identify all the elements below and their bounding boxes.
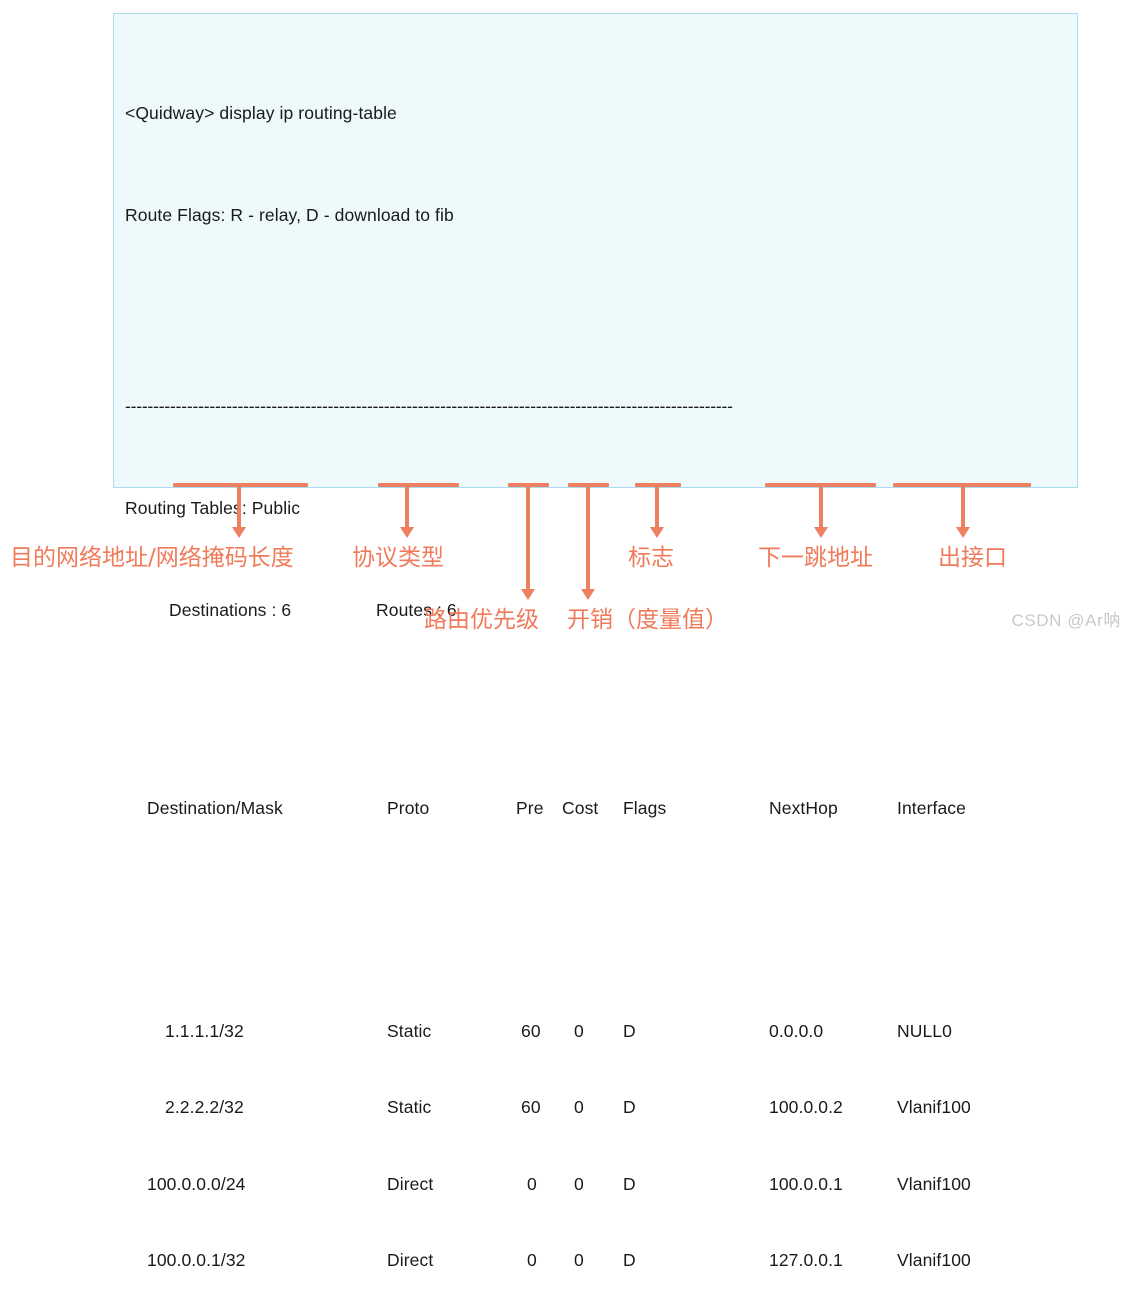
arrow-stem [961, 486, 965, 528]
terminal-text-body: <Quidway> display ip routing-table Route… [125, 24, 1073, 1290]
screenshot-root: <Quidway> display ip routing-table Route… [10, 13, 1121, 1270]
arrow-stem [526, 486, 530, 590]
cell-destination: 100.0.0.1/32 [147, 1250, 246, 1270]
column-header-destination-mask: Destination/Mask [147, 797, 283, 818]
arrow-stem [405, 486, 409, 528]
terminal-route-flags-line: Route Flags: R - relay, D - download to … [125, 204, 454, 225]
table-row: 2.2.2.2/32 Static 60 0 D 100.0.0.2 Vlani… [125, 1095, 1073, 1121]
terminal-prompt-line: <Quidway> display ip routing-table [125, 102, 397, 123]
terminal-blank-3 [125, 898, 1073, 917]
cell-cost: 0 [574, 1173, 584, 1194]
cell-cost: 0 [574, 1020, 584, 1041]
cell-flags: D [623, 1020, 636, 1041]
cell-flags: D [623, 1097, 636, 1117]
cell-flags: D [623, 1250, 636, 1270]
column-header-proto: Proto [387, 797, 430, 818]
cell-proto: Static [387, 1020, 432, 1041]
arrow-stem [655, 486, 659, 528]
cell-nexthop: 100.0.0.2 [769, 1097, 843, 1117]
cell-nexthop: 100.0.0.1 [769, 1173, 843, 1194]
arrow-stem [819, 486, 823, 528]
summary-destinations: Destinations : 6 [169, 600, 292, 620]
cell-nexthop: 127.0.0.1 [769, 1250, 843, 1270]
arrow-head-icon [400, 527, 414, 538]
callout-label-destination-mask: 目的网络地址/网络掩码长度 [10, 545, 294, 571]
table-row: 1.1.1.1/32 Static 60 0 D 0.0.0.0 NULL0 [125, 1019, 1073, 1045]
underline-bar [173, 483, 308, 487]
callout-label-proto: 协议类型 [352, 545, 444, 571]
callout-label-flags: 标志 [628, 545, 674, 571]
terminal-blank-2 [125, 700, 1073, 719]
cell-cost: 0 [574, 1250, 584, 1270]
terminal-routing-tables-scope: Routing Tables: Public [125, 498, 301, 518]
callout-label-nexthop: 下一跳地址 [758, 545, 873, 571]
underline-bar [568, 483, 609, 487]
underline-bar [378, 483, 459, 487]
callout-label-cost: 开销（度量值） [567, 607, 728, 633]
cell-pre: 0 [527, 1250, 537, 1270]
cell-pre: 60 [521, 1097, 541, 1117]
arrow-head-icon [521, 589, 535, 600]
cell-cost: 0 [574, 1097, 584, 1117]
terminal-separator-line: ----------------------------------------… [125, 396, 733, 416]
cell-proto: Direct [387, 1250, 434, 1270]
table-row: 100.0.0.0/24 Direct 0 0 D 100.0.0.1 Vlan… [125, 1172, 1073, 1198]
arrow-head-icon [650, 527, 664, 538]
cell-interface: Vlanif100 [897, 1250, 971, 1270]
arrow-head-icon [232, 527, 246, 538]
cell-proto: Direct [387, 1173, 434, 1194]
underline-bar [893, 483, 1031, 487]
cell-interface: Vlanif100 [897, 1097, 971, 1117]
underline-bar [635, 483, 681, 487]
terminal-output-panel: <Quidway> display ip routing-table Route… [113, 13, 1078, 1270]
underline-bar [508, 483, 549, 487]
callout-label-pre: 路由优先级 [424, 607, 539, 633]
cell-destination: 1.1.1.1/32 [165, 1020, 244, 1041]
cell-destination: 100.0.0.0/24 [147, 1173, 246, 1194]
arrow-head-icon [581, 589, 595, 600]
underline-bar [765, 483, 876, 487]
cell-pre: 60 [521, 1020, 541, 1041]
arrow-head-icon [814, 527, 828, 538]
arrow-stem [586, 486, 590, 590]
column-header-interface: Interface [897, 797, 966, 818]
cell-interface: NULL0 [897, 1020, 952, 1041]
arrow-stem [237, 486, 241, 528]
terminal-header-row: Destination/Mask Proto Pre Cost Flags Ne… [125, 796, 1073, 822]
cell-destination: 2.2.2.2/32 [165, 1097, 244, 1117]
summary-routes: Routes : 6 [376, 600, 457, 620]
arrow-head-icon [956, 527, 970, 538]
cell-proto: Static [387, 1097, 432, 1117]
callout-label-interface: 出接口 [938, 545, 1007, 571]
cell-interface: Vlanif100 [897, 1173, 971, 1194]
table-row: 100.0.0.1/32 Direct 0 0 D 127.0.0.1 Vlan… [125, 1248, 1073, 1274]
terminal-blank-1 [125, 305, 1073, 318]
column-header-flags: Flags [623, 797, 667, 818]
csdn-watermark: CSDN @Ar呐 [1011, 611, 1121, 630]
column-header-cost: Cost [562, 797, 599, 818]
terminal-summary-row: Destinations : 6 Routes : 6 [125, 598, 1073, 624]
cell-pre: 0 [527, 1173, 537, 1194]
cell-flags: D [623, 1173, 636, 1194]
cell-nexthop: 0.0.0.0 [769, 1020, 824, 1041]
column-header-pre: Pre [516, 797, 544, 818]
column-header-nexthop: NextHop [769, 797, 838, 818]
